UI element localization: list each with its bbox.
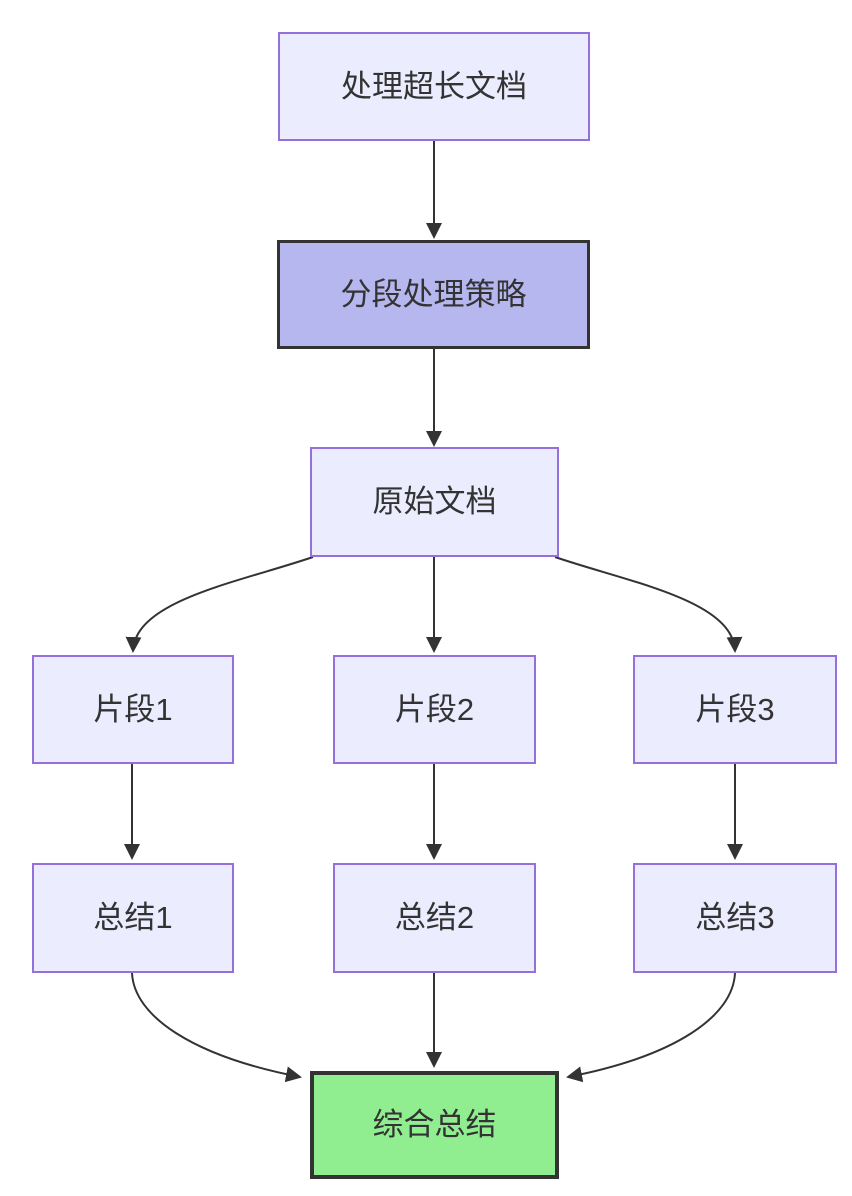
node-original-document: 原始文档 bbox=[310, 447, 559, 557]
node-fragment-3: 片段3 bbox=[633, 655, 837, 764]
node-label: 处理超长文档 bbox=[341, 68, 527, 104]
node-label: 分段处理策略 bbox=[340, 276, 527, 312]
node-label: 片段1 bbox=[93, 691, 173, 727]
edge-summary-3-to-final bbox=[566, 972, 736, 1083]
node-label: 总结1 bbox=[93, 900, 173, 936]
edge-original-to-fragment-1 bbox=[125, 556, 314, 653]
node-process-long-document: 处理超长文档 bbox=[278, 32, 590, 141]
node-fragment-2: 片段2 bbox=[333, 655, 536, 764]
edge-summary-1-to-final bbox=[131, 972, 302, 1083]
node-fragment-1: 片段1 bbox=[32, 655, 234, 764]
edge-original-to-fragment-3 bbox=[554, 556, 743, 653]
node-label: 总结3 bbox=[695, 900, 775, 936]
node-label: 片段2 bbox=[394, 691, 475, 727]
node-summary-3: 总结3 bbox=[633, 863, 837, 973]
node-label: 综合总结 bbox=[372, 1107, 497, 1143]
node-label: 原始文档 bbox=[372, 484, 497, 520]
node-segment-strategy: 分段处理策略 bbox=[277, 240, 590, 349]
node-label: 片段3 bbox=[695, 691, 775, 727]
node-summary-1: 总结1 bbox=[32, 863, 234, 973]
node-label: 总结2 bbox=[394, 900, 475, 936]
node-summary-2: 总结2 bbox=[333, 863, 536, 973]
node-final-summary: 综合总结 bbox=[310, 1071, 559, 1179]
